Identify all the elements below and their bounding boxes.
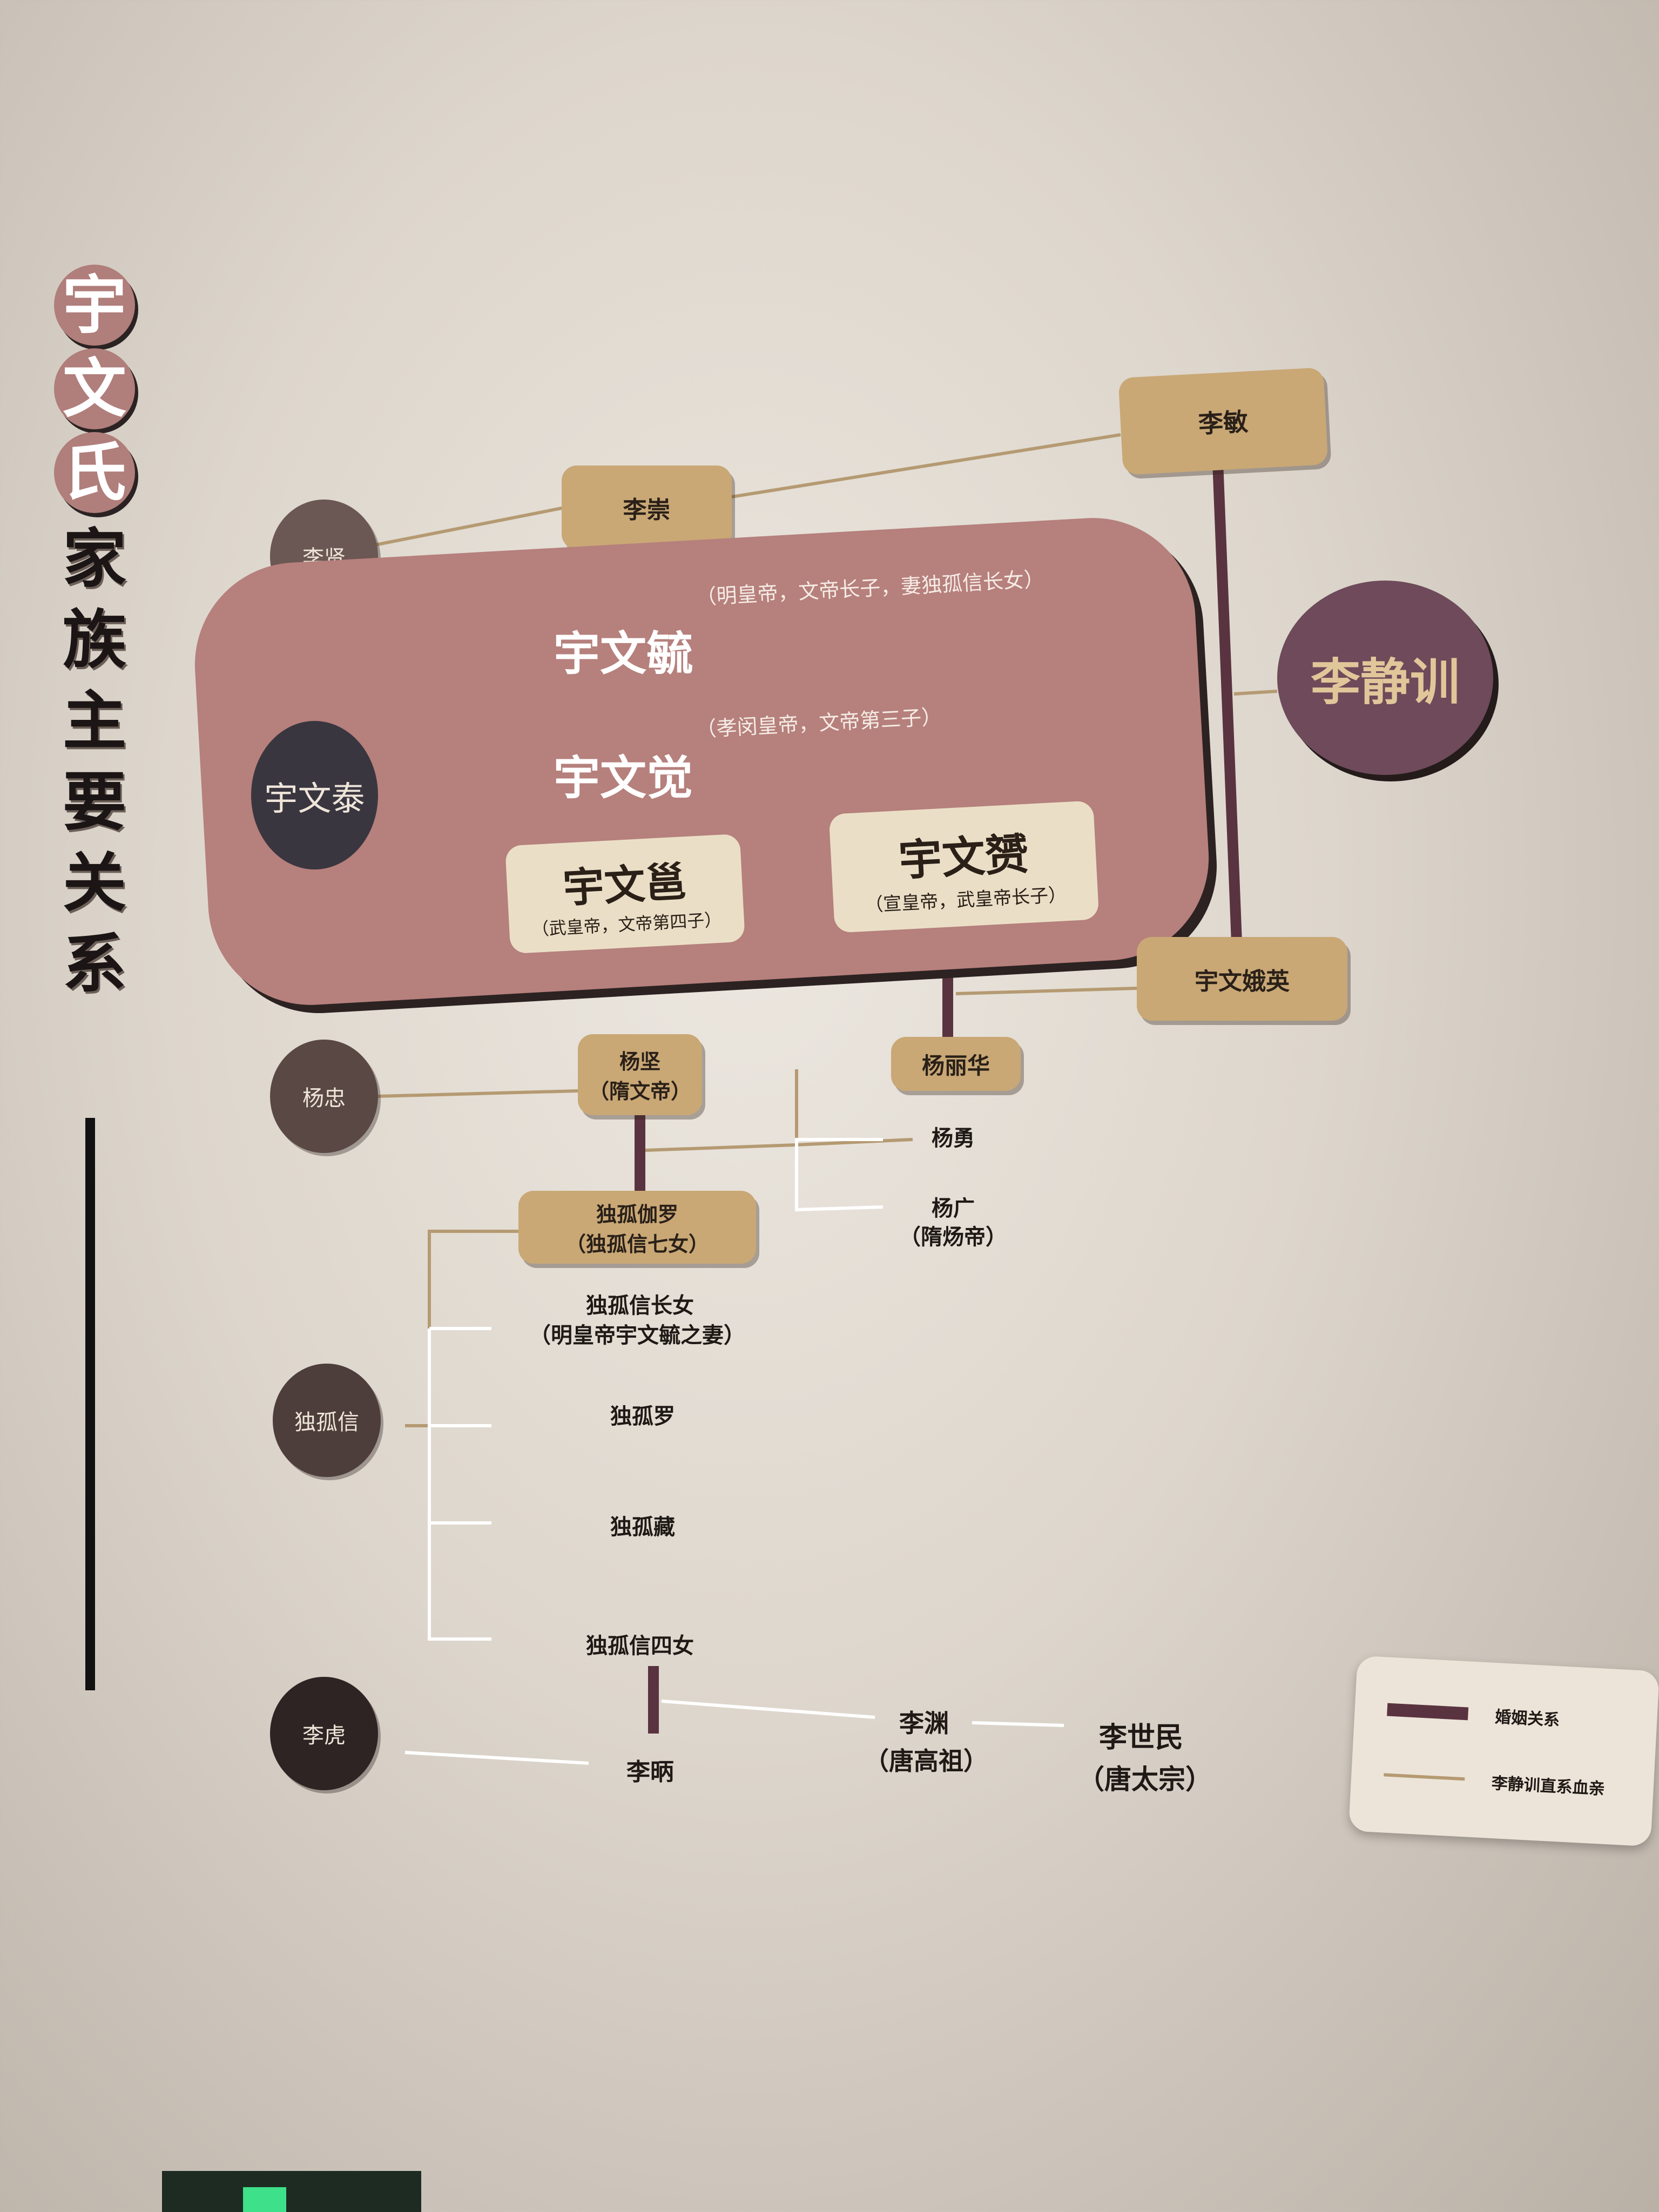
node-yuwen-jue: 宇文觉 bbox=[554, 751, 693, 805]
node-li-hu: 李虎 bbox=[270, 1677, 378, 1790]
title-char: 家 bbox=[62, 521, 126, 596]
legend-bloodline-label: 李静训直系血亲 bbox=[1491, 1773, 1606, 1799]
node-dugu-eldest: 独孤信长女 bbox=[586, 1293, 694, 1318]
node-yuwen-yong: 宇文邕 （武皇帝，文帝第四子） bbox=[505, 833, 745, 954]
node-li-chong: 李崇 bbox=[562, 466, 732, 549]
node-label: 李静训 bbox=[1310, 652, 1460, 711]
legend: 婚姻关系 李静训直系血亲 bbox=[1348, 1655, 1659, 1847]
node-label: 宇文邕 bbox=[562, 858, 687, 912]
node-yuwen-yun: 宇文赟 （宣皇帝，武皇帝长子） bbox=[828, 800, 1100, 933]
node-dugu-luo: 独孤罗 bbox=[610, 1404, 675, 1429]
node-note: （隋文帝） bbox=[588, 1079, 691, 1103]
node-label: 李虎 bbox=[302, 1723, 346, 1748]
node-note: （武皇帝，文帝第四子） bbox=[531, 909, 723, 940]
node-label: 宇文泰 bbox=[264, 778, 365, 818]
title-char: 要 bbox=[62, 764, 126, 839]
node-li-yuan: 李渊 bbox=[899, 1709, 949, 1738]
node-label: 李敏 bbox=[1197, 407, 1249, 439]
exit-sign bbox=[162, 2171, 421, 2212]
node-yang-lihua: 杨丽华 bbox=[891, 1037, 1021, 1091]
node-li-yuan-note: （唐高祖） bbox=[864, 1746, 988, 1776]
node-li-min: 李敏 bbox=[1118, 367, 1328, 475]
node-yang-jian: 杨坚 （隋文帝） bbox=[578, 1034, 702, 1115]
node-li-shimin-note: （唐太宗） bbox=[1077, 1763, 1212, 1795]
node-label: 杨丽华 bbox=[921, 1052, 990, 1079]
node-yang-zhong: 杨忠 bbox=[270, 1040, 378, 1153]
node-label: 李崇 bbox=[623, 496, 671, 524]
node-label: 宇文赟 bbox=[897, 828, 1030, 886]
node-yang-guang-note: （隋炀帝） bbox=[899, 1224, 1007, 1250]
node-dugu-eldest-note: （明皇帝宇文毓之妻） bbox=[529, 1323, 745, 1348]
node-label: 独孤伽罗 bbox=[596, 1202, 678, 1226]
node-dugu-fourth: 独孤信四女 bbox=[586, 1633, 694, 1658]
node-note: （独孤信七女） bbox=[565, 1231, 709, 1256]
title-char: 关 bbox=[62, 845, 126, 920]
node-yang-guang: 杨广 bbox=[932, 1196, 975, 1221]
node-li-jingxun: 李静训 bbox=[1277, 581, 1493, 775]
title-char: 主 bbox=[62, 683, 126, 758]
title-char: 氏 bbox=[54, 432, 135, 513]
node-dugu-xin: 独孤信 bbox=[273, 1364, 381, 1477]
node-label: 杨坚 bbox=[619, 1049, 660, 1074]
node-li-shimin: 李世民 bbox=[1099, 1721, 1184, 1754]
legend-marriage-swatch bbox=[1387, 1703, 1469, 1721]
node-yuwen-yu: 宇文毓 bbox=[554, 626, 693, 681]
node-note: （宣皇帝，武皇帝长子） bbox=[864, 884, 1068, 916]
node-label: 杨忠 bbox=[302, 1086, 346, 1111]
node-yuwen-tai: 宇文泰 bbox=[251, 721, 378, 869]
legend-bloodline-swatch bbox=[1384, 1773, 1465, 1781]
decorative-bar bbox=[85, 1118, 95, 1690]
node-yuwen-eying: 宇文娥英 bbox=[1137, 937, 1347, 1021]
legend-marriage-label: 婚姻关系 bbox=[1494, 1708, 1561, 1730]
node-dugu-jialuo: 独孤伽罗 （独孤信七女） bbox=[518, 1191, 756, 1264]
title-char: 系 bbox=[62, 926, 126, 1001]
title-char: 族 bbox=[62, 602, 126, 677]
title-char: 宇 bbox=[54, 265, 135, 346]
node-label: 独孤信 bbox=[294, 1410, 359, 1435]
node-li-bing: 李昞 bbox=[626, 1758, 674, 1786]
title-char: 文 bbox=[54, 348, 135, 429]
exit-sign-light bbox=[243, 2187, 286, 2212]
node-yang-yong: 杨勇 bbox=[932, 1125, 975, 1151]
node-label: 宇文娥英 bbox=[1195, 967, 1290, 995]
node-dugu-zang: 独孤藏 bbox=[610, 1514, 675, 1540]
